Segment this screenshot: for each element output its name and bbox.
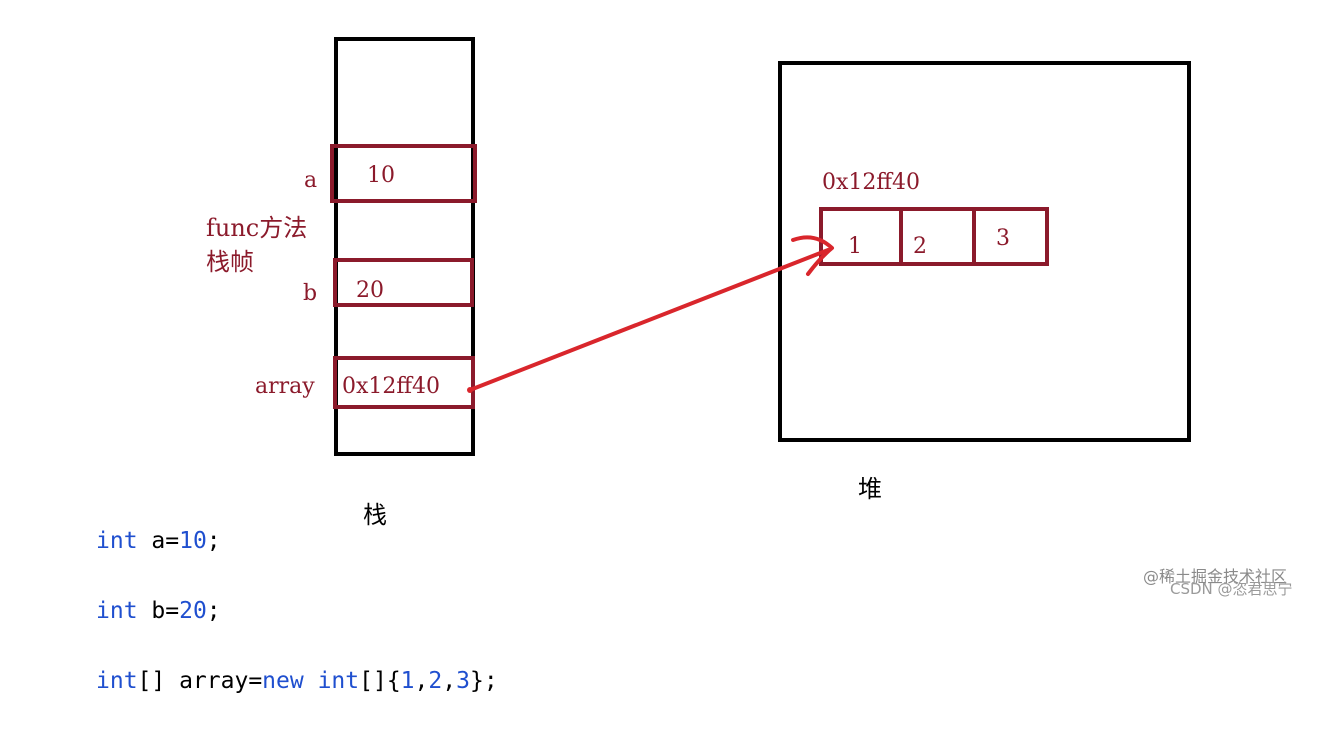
frame-label-line1: func方法 [206,214,308,242]
stack-slot-a [330,144,477,203]
reference-arrow [467,235,834,393]
stack-area [334,37,475,456]
frame-label-line2: 栈帧 [206,248,254,276]
var-b-label: b [303,281,318,306]
watermark-juejin: @稀土掘金技术社区 [1143,567,1288,586]
var-b-value: 20 [356,278,384,303]
arrow-shaft [468,248,830,392]
arrow-origin-dot [467,387,473,393]
heap-caption: 堆 [858,475,882,503]
heap-cell-1-value: 1 [848,234,862,259]
heap-address: 0x12ff40 [822,170,921,195]
code-line-3: int[] array=new int[]{1,2,3}; [96,668,498,694]
var-a-value: 10 [367,163,395,188]
var-array-label: array [255,374,315,399]
var-array-value: 0x12ff40 [342,374,441,399]
heap-cell-3 [972,207,1049,266]
code-line-1: int a=10; [96,528,221,554]
var-a-label: a [304,168,318,193]
heap-cell-3-value: 3 [996,226,1010,251]
stack-caption: 栈 [363,501,387,529]
code-line-2: int b=20; [96,598,221,624]
heap-area [778,61,1191,442]
heap-cell-2-value: 2 [913,234,927,259]
arrow-head-icon [791,235,834,276]
watermark-csdn: CSDN @恣君思宁 [1170,580,1293,598]
stack-slot-b [333,258,474,307]
code-snippet: int a=10; int b=20; int[] array=new int[… [96,489,498,734]
stack-slot-array [333,356,475,409]
